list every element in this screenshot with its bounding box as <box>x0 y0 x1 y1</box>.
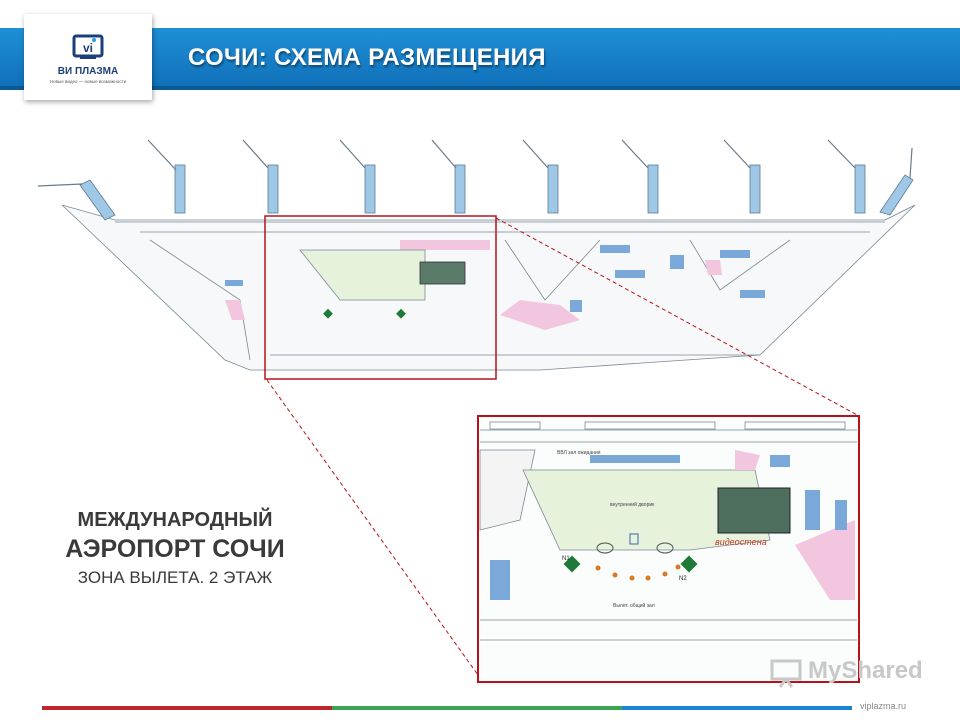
terminal-plan-overview <box>37 139 916 371</box>
logo-name: ВИ ПЛАЗМА <box>57 66 119 77</box>
zoom-connector-right <box>495 217 860 417</box>
logo-tagline: Новые видео — новые возможности <box>49 79 127 84</box>
side-subtitle: ЗОНА ВЫЛЕТА. 2 ЭТАЖ <box>77 568 273 587</box>
gate-n1-marker <box>563 555 581 573</box>
svg-text:vi: vi <box>83 41 93 55</box>
zoom-connector-left <box>266 379 479 676</box>
slide-title: СОЧИ: СХЕМА РАЗМЕЩЕНИЯ <box>188 44 546 71</box>
zoomed-inset <box>477 415 860 683</box>
highlight-frame <box>264 215 497 380</box>
video-wall-label: видеостена <box>715 537 767 547</box>
side-title-line2: АЭРОПОРТ СОЧИ <box>65 535 285 563</box>
header-bar <box>0 28 960 90</box>
video-wall <box>717 487 791 534</box>
side-title-line1: МЕЖДУНАРОДНЫЙ <box>77 509 273 531</box>
label-courtyard: внутренний дворик <box>610 501 655 508</box>
label-departure-hall: Вылет. общий зал <box>613 602 655 609</box>
gate-n2-marker <box>680 555 698 573</box>
watermark-text: MyShared <box>808 657 923 684</box>
label-gate-n1: N1 <box>562 556 570 562</box>
vi-plasma-logo-icon: vi <box>72 34 104 59</box>
footer-url: viplazma.ru <box>860 701 907 711</box>
logo: vi ВИ ПЛАЗМА Новые видео — новые возможн… <box>24 14 152 100</box>
label-gate-n2: N2 <box>679 576 687 582</box>
footer-stripe-blue <box>622 706 852 710</box>
footer-stripe-green <box>332 706 622 710</box>
footer-stripe-red <box>42 706 332 710</box>
presentation-board-icon <box>770 659 802 688</box>
label-waiting-hall: ВВЛ зал ожидания <box>557 450 601 456</box>
